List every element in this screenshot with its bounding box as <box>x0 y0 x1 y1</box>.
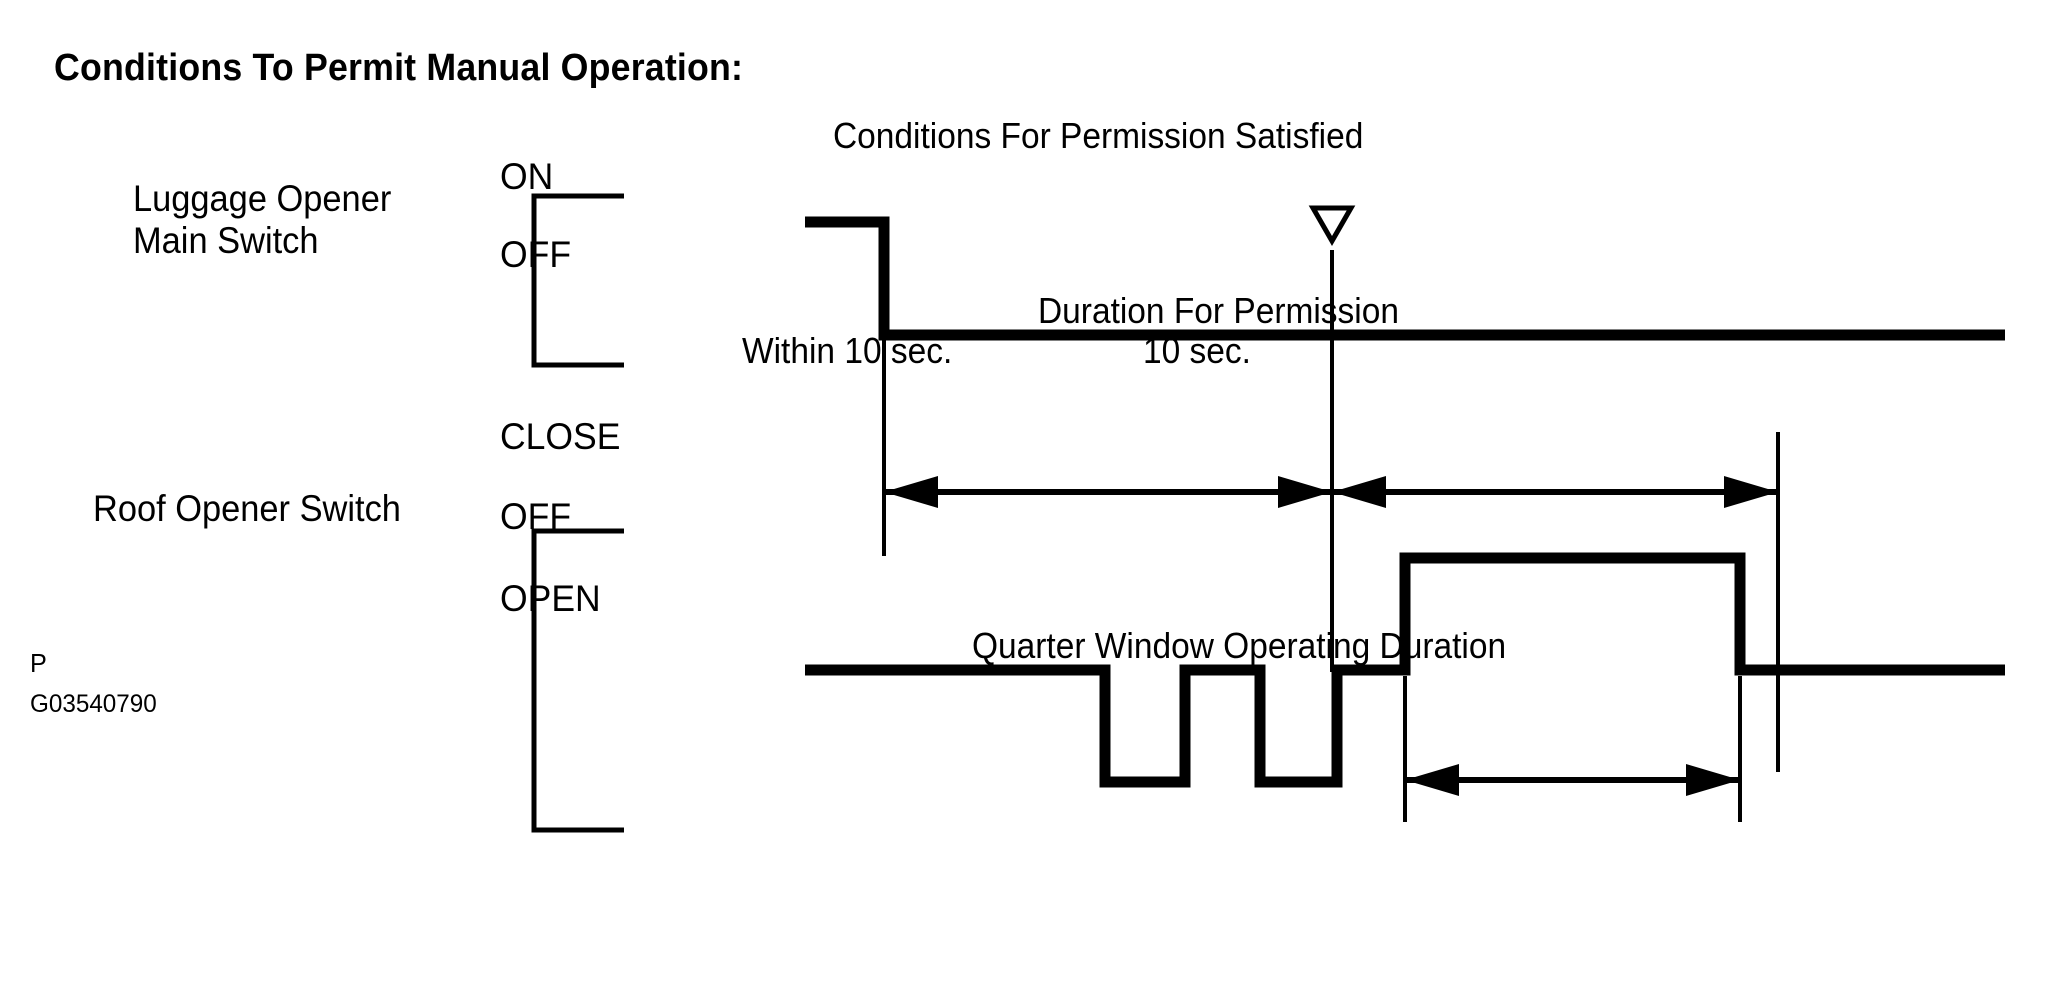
interval-arrow-duration-for-permission <box>1332 476 1778 508</box>
signal-label-luggage-opener-line1: Luggage Opener <box>133 178 392 219</box>
waveform-luggage-opener-main-switch <box>805 216 2005 341</box>
figure-code: G03540790 <box>30 690 157 718</box>
interval-arrow-quarter-window <box>1405 764 1740 796</box>
signal-label-roof-opener: Roof Opener Switch <box>93 488 401 529</box>
page-mark: P <box>30 648 47 678</box>
conditions-satisfied-triangle-icon <box>1308 205 1356 247</box>
page-title: Conditions To Permit Manual Operation: <box>54 47 744 89</box>
interval-arrow-within-10-sec <box>884 476 1332 508</box>
state-label-close: CLOSE <box>500 416 621 457</box>
state-label-on: ON <box>500 156 554 197</box>
signal-label-luggage-opener-line2: Main Switch <box>133 220 319 261</box>
duration-interval-title: Duration For Permission <box>1038 290 1399 331</box>
permission-marker-label: Conditions For Permission Satisfied <box>833 115 1364 156</box>
bracket-luggage-opener <box>531 193 624 368</box>
state-label-open: OPEN <box>500 578 601 619</box>
quarter-window-label: Quarter Window Operating Duration <box>972 625 1507 666</box>
bracket-roof-opener <box>531 528 624 833</box>
waveform-roof-opener-switch <box>805 552 2005 788</box>
